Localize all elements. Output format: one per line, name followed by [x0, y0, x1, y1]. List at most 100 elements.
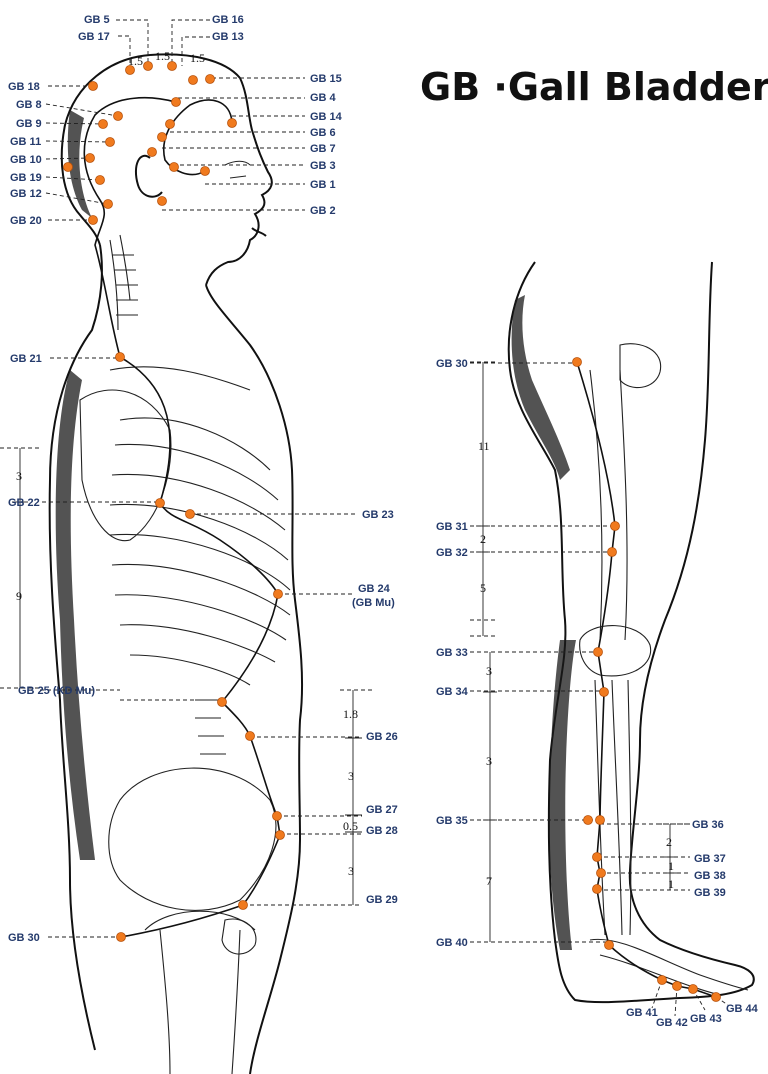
label-gb14: GB 14	[310, 111, 343, 123]
label-gb20: GB 20	[10, 215, 42, 227]
abdomen-measurement-bracket	[340, 689, 372, 905]
knee-joint	[579, 625, 652, 677]
label-gb6: GB 6	[310, 127, 336, 139]
label-gb13: GB 13	[212, 31, 244, 43]
label-gb12: GB 12	[10, 188, 42, 200]
femur-head	[221, 918, 257, 955]
label-gb9: GB 9	[16, 118, 42, 130]
label-gb25: GB 25 (KD Mu)	[18, 685, 95, 697]
eyebrow	[224, 160, 251, 166]
label-gb21: GB 21	[10, 353, 42, 365]
mouth	[251, 227, 267, 237]
point-gb30-torso	[116, 932, 126, 942]
point-labels: GB 5 GB 17 GB 16 GB 13 GB 18 GB 8 GB 9 G…	[8, 14, 759, 1029]
measure-chest-3: 3	[16, 469, 22, 483]
point-gb8	[113, 111, 123, 121]
back-shading	[55, 370, 95, 860]
lower-leg-bones	[594, 679, 632, 936]
point-gb41	[657, 975, 667, 985]
point-gb29	[238, 900, 248, 910]
label-gb7: GB 7	[310, 143, 336, 155]
label-gb8: GB 8	[16, 99, 42, 111]
diagram-title: GB ·Gall Bladder	[420, 65, 768, 109]
point-gb26	[245, 731, 255, 741]
femur	[589, 369, 628, 641]
leg-meridian-line	[576, 361, 717, 998]
label-gb43: GB 43	[690, 1013, 722, 1025]
point-gb6	[165, 119, 175, 129]
point-gb7	[147, 147, 157, 157]
label-gb3: GB 3	[310, 160, 336, 172]
rib-cage	[109, 417, 291, 686]
vertebrae	[112, 254, 138, 316]
label-gb40: GB 40	[436, 937, 468, 949]
cervical-spine	[109, 234, 131, 331]
point-gb20	[88, 215, 98, 225]
label-gb19: GB 19	[10, 172, 42, 184]
label-gb17: GB 17	[78, 31, 110, 43]
label-gb15: GB 15	[310, 73, 342, 85]
point-gb10a	[85, 153, 95, 163]
measure-leg-1b: 1	[668, 877, 674, 891]
hair-shading	[67, 110, 92, 218]
point-gb30-leg	[572, 357, 582, 367]
chest-measurement-bracket	[0, 447, 40, 689]
point-gb1	[200, 166, 210, 176]
point-gb22	[155, 498, 165, 508]
face-profile-outline	[149, 53, 273, 286]
point-gb36	[595, 815, 605, 825]
leg-measurement-brackets	[470, 361, 690, 942]
point-gb39	[592, 884, 602, 894]
leader-lines-left	[40, 19, 362, 938]
point-gb21	[115, 352, 125, 362]
label-gb35: GB 35	[436, 815, 468, 827]
lumbar-vertebrae	[195, 699, 226, 755]
point-gb6b	[157, 132, 167, 142]
thigh	[144, 910, 256, 1074]
measure-abd-1-8: 1.8	[343, 707, 358, 721]
label-gb29: GB 29	[366, 894, 398, 906]
measure-head-c: 1.5	[190, 51, 205, 65]
label-gb10: GB 10	[10, 154, 42, 166]
point-gb24	[273, 589, 283, 599]
label-gb18: GB 18	[8, 81, 40, 93]
point-gb2	[157, 196, 167, 206]
measure-head-a: 1.5	[128, 54, 143, 68]
measure-chest-9: 9	[16, 589, 22, 603]
front-outline	[205, 284, 304, 1074]
label-gb1: GB 1	[310, 179, 336, 191]
label-gb38: GB 38	[694, 870, 726, 882]
label-gb30-torso: GB 30	[8, 932, 40, 944]
label-gb33: GB 33	[436, 647, 468, 659]
label-gb27: GB 27	[366, 804, 398, 816]
measure-head-b: 1.5	[155, 49, 170, 63]
measure-leg-2: 2	[480, 532, 486, 546]
greater-trochanter	[619, 343, 662, 389]
label-gb41: GB 41	[626, 1007, 658, 1019]
label-gb37: GB 37	[694, 853, 726, 865]
measure-leg-1a: 1	[668, 859, 674, 873]
point-gb32	[607, 547, 617, 557]
point-gb11	[105, 137, 115, 147]
calf-shading	[549, 640, 576, 950]
point-gb3	[169, 162, 179, 172]
point-gb27	[272, 811, 282, 821]
measure-abd-3b: 3	[348, 864, 354, 878]
measure-abd-3a: 3	[348, 769, 354, 783]
acupoints	[63, 61, 721, 1002]
torso-figure	[48, 53, 304, 1074]
foot-bones	[589, 938, 749, 996]
label-gb30-leg: GB 30	[436, 358, 468, 370]
clavicle	[109, 366, 251, 391]
label-gb31: GB 31	[436, 521, 468, 533]
point-gb37	[592, 852, 602, 862]
label-gb34: GB 34	[436, 686, 469, 698]
point-gb44	[711, 992, 721, 1002]
measure-leg-3a: 3	[486, 664, 492, 678]
back-outline	[48, 244, 103, 1051]
label-gb32: GB 32	[436, 547, 468, 559]
measure-leg-11: 11	[478, 439, 490, 453]
buttock-shading	[511, 295, 570, 480]
label-gb24: GB 24	[358, 583, 391, 595]
